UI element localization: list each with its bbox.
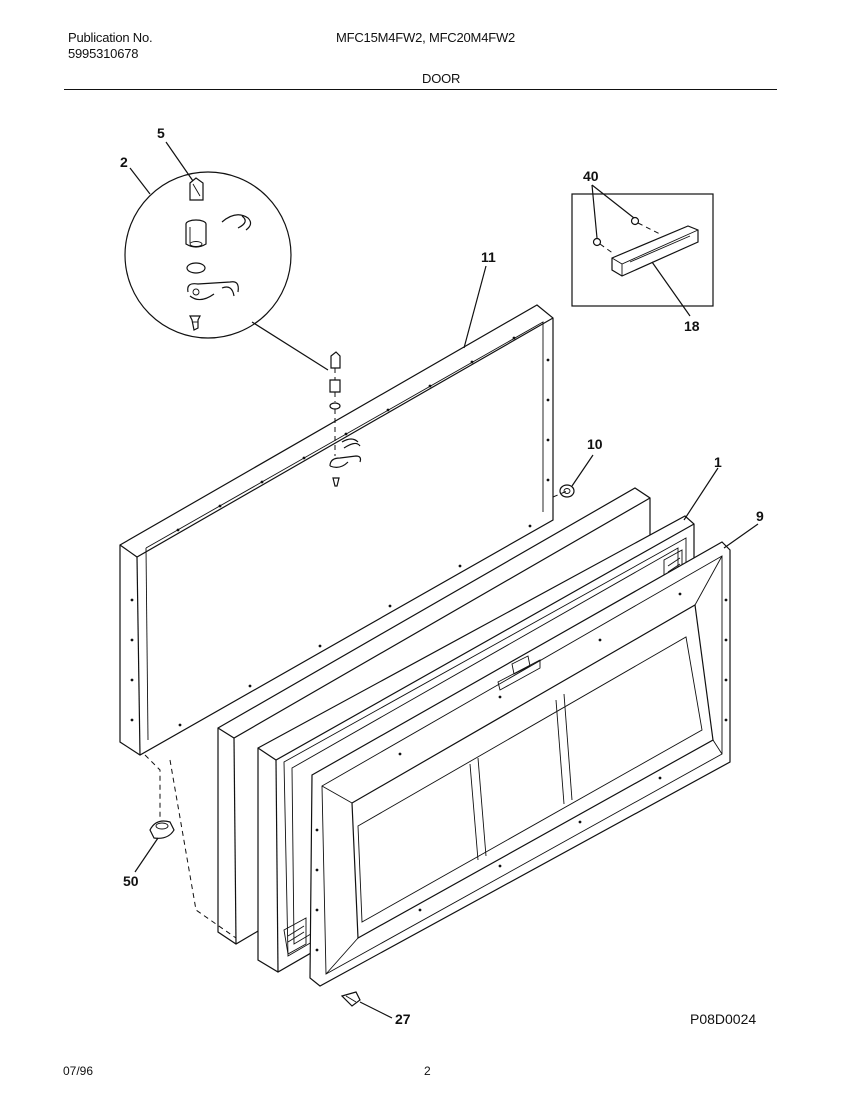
assembly-line-lower <box>169 759 237 939</box>
leader-lines <box>129 141 759 1019</box>
page-number: 2 <box>424 1064 431 1078</box>
callout-5: 5 <box>157 125 165 141</box>
callout-10: 10 <box>587 436 603 452</box>
callout-2: 2 <box>120 154 128 170</box>
part-27-screw <box>340 991 361 1007</box>
handle-detail-inset <box>571 193 714 307</box>
callout-9: 9 <box>756 508 764 524</box>
section-title: DOOR <box>422 71 461 86</box>
assembly-line-10 <box>552 490 568 498</box>
callout-40: 40 <box>583 168 599 184</box>
inset-connector-line <box>251 321 329 371</box>
outer-door-panel <box>119 304 554 756</box>
callout-11: 11 <box>481 249 496 265</box>
callout-1: 1 <box>714 454 722 470</box>
callout-18: 18 <box>684 318 700 334</box>
part-10-plug <box>559 484 575 498</box>
hinge-parts-on-door <box>329 351 362 487</box>
assembly-line-50 <box>144 754 161 818</box>
callout-27: 27 <box>395 1011 411 1027</box>
model-numbers: MFC15M4FW2, MFC20M4FW2 <box>336 30 516 45</box>
footer-date: 07/96 <box>63 1064 94 1078</box>
callout-50: 50 <box>123 873 139 889</box>
header-rule <box>64 89 777 90</box>
inner-door-liner <box>309 541 731 987</box>
publication-number: 5995310678 <box>68 46 139 61</box>
part-50-bumper <box>149 820 175 839</box>
hinge-detail-inset <box>124 171 292 339</box>
publication-label: Publication No. <box>68 30 153 45</box>
diagram-id: P08D0024 <box>690 1011 756 1027</box>
